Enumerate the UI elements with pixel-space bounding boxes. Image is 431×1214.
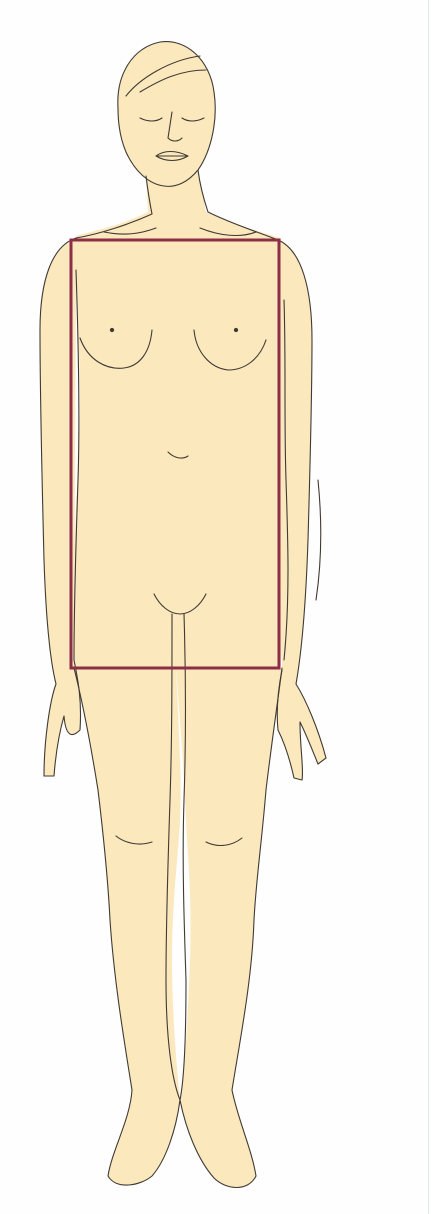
right-nipple xyxy=(234,328,237,331)
left-nipple xyxy=(110,328,113,331)
torso xyxy=(72,212,293,670)
left-arm xyxy=(40,238,81,776)
right-arm-sketch xyxy=(316,480,321,600)
figure-skin xyxy=(40,42,326,1188)
right-leg xyxy=(176,668,282,1188)
